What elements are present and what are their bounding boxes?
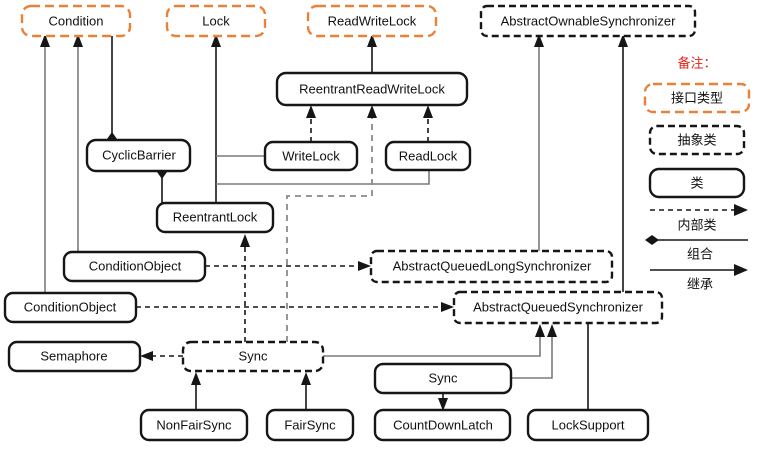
legend-label-class: 类 [690,177,703,192]
edge-syncright-to-aqs[interactable] [511,324,557,379]
edge-aqls-to-aos[interactable] [534,34,544,251]
node-conditionobject-upper[interactable]: ConditionObject [62,250,207,283]
legend-title: 备注： [677,56,716,72]
node-locksupport[interactable]: LockSupport [526,408,650,442]
legend-item-abstract: 抽象类 [648,124,746,156]
node-label-countdownlatch: CountDownLatch [393,417,493,432]
node-label-reentrantlock: ReentrantLock [173,209,258,224]
legend-label-inner-class: 内部类 [677,218,716,234]
node-fairsync[interactable]: FairSync [265,408,355,442]
node-abstractqueuedlongsynchronizer[interactable]: AbstractQueuedLongSynchronizer [369,249,614,284]
node-reentrantreadwritelock[interactable]: ReentrantReadWriteLock [275,71,469,107]
legend-item-inner-class: 内部类 [650,204,748,234]
edge-condition-to-cyclicbarrier[interactable] [107,36,117,146]
node-label-fairsync: FairSync [284,417,336,432]
legend-label-composition: 组合 [687,248,713,263]
node-label-abstractownablesynchronizer: AbstractOwnableSynchronizer [501,13,677,28]
node-reentrantlock[interactable]: ReentrantLock [155,201,275,234]
edge-syncleft-to-aqs[interactable] [323,324,545,357]
node-nonfairsync[interactable]: NonFairSync [139,408,249,442]
node-countdownlatch[interactable]: CountDownLatch [373,408,512,442]
legend-item-interface: 接口类型 [643,82,751,114]
node-cyclicbarrier[interactable]: CyclicBarrier [85,138,192,173]
edge-conditionobject2-to-aqs[interactable] [136,302,454,312]
legend-item-composition: 组合 [645,235,748,263]
node-label-writelock: WriteLock [282,148,340,163]
edge-conditionobject2-to-condition[interactable] [40,34,50,293]
node-label-locksupport: LockSupport [552,417,625,432]
edge-syncright-to-countdownlatch[interactable] [438,393,448,411]
legend-label-interface: 接口类型 [671,91,723,107]
node-label-condition: Condition [49,13,104,28]
edge-syncleft-to-rrwl[interactable] [286,105,377,342]
edge-readlock-to-lock[interactable] [216,170,430,185]
node-abstractownablesynchronizer[interactable]: AbstractOwnableSynchronizer [479,4,697,38]
node-label-semaphore: Semaphore [40,348,107,363]
legend-label-inheritance: 继承 [687,278,713,293]
node-abstractqueuedsynchronizer[interactable]: AbstractQueuedSynchronizer [452,290,664,325]
node-label-lock: Lock [202,13,230,28]
edge-reentrantlock-to-lock[interactable] [211,34,221,203]
node-readwritelock[interactable]: ReadWriteLock [306,4,438,38]
node-label-nonfairsync: NonFairSync [156,417,232,432]
node-label-sync-right: Sync [429,370,458,385]
legend-item-inheritance: 继承 [650,264,748,293]
legend-label-abstract: 抽象类 [677,134,716,149]
edge-syncleft-to-semaphore[interactable] [140,351,183,361]
edge-readlock-to-rrwl[interactable] [423,105,433,142]
node-label-cyclicbarrier: CyclicBarrier [102,147,176,162]
edge-syncleft-to-reentrantlock[interactable] [240,234,250,342]
node-layer: Condition Lock ReadWriteLock AbstractOwn… [3,4,697,442]
node-condition[interactable]: Condition [20,4,132,38]
node-label-reentrantreadwritelock: ReentrantReadWriteLock [299,81,445,96]
edge-conditionobject1-to-condition[interactable] [73,34,83,252]
node-sync-right[interactable]: Sync [373,362,513,395]
node-sync-left[interactable]: Sync [181,340,325,373]
node-label-readlock: ReadLock [399,148,458,163]
node-label-conditionobject-lower: ConditionObject [24,299,117,314]
node-writelock[interactable]: WriteLock [263,140,359,172]
node-label-abstractqueuedlongsynchronizer: AbstractQueuedLongSynchronizer [393,258,592,273]
node-conditionobject-lower[interactable]: ConditionObject [3,291,138,324]
edge-fairsync-to-syncleft[interactable] [301,372,311,410]
node-label-abstractqueuedsynchronizer: AbstractQueuedSynchronizer [473,299,643,314]
node-readlock[interactable]: ReadLock [384,140,472,172]
edge-nonfairsync-to-syncleft[interactable] [191,372,201,410]
edge-writelock-to-rrwl[interactable] [306,105,316,142]
legend: 备注： 接口类型 抽象类 类 内部类 组合 继承 [643,56,751,293]
node-label-readwritelock: ReadWriteLock [328,13,417,28]
edge-conditionobject1-to-aqls[interactable] [205,261,371,271]
node-label-conditionobject-upper: ConditionObject [89,258,182,273]
node-lock[interactable]: Lock [165,4,267,38]
node-label-sync-left: Sync [239,348,268,363]
legend-item-class: 类 [648,167,746,199]
edge-rrwl-to-readwritelock[interactable] [367,34,377,73]
node-semaphore[interactable]: Semaphore [7,340,142,373]
edge-aqs-to-aos[interactable] [618,34,628,292]
